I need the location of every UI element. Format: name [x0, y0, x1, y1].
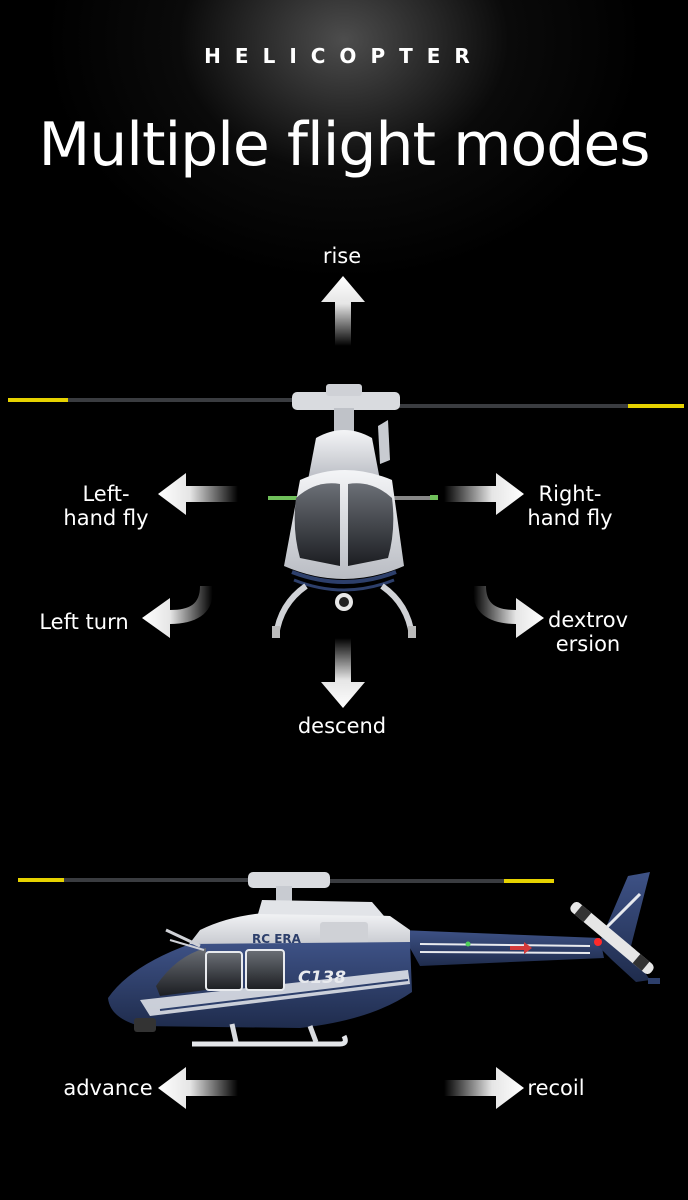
right-fly-label-line1: Right-	[538, 482, 602, 506]
right-turn-arrow-icon	[473, 586, 544, 638]
helicopter-front-view	[8, 384, 684, 638]
advance-arrow-icon	[158, 1067, 238, 1109]
left-turn-arrow-icon	[142, 586, 213, 638]
tail-rotor	[570, 902, 654, 974]
descend-label: descend	[297, 714, 387, 738]
rise-label: rise	[322, 244, 362, 268]
recoil-arrow-icon	[444, 1067, 524, 1109]
left-turn-label: Left turn	[39, 610, 129, 634]
right-fly-label-line2: hand fly	[527, 506, 613, 530]
right-turn-label-line1: dextrov	[548, 608, 628, 632]
brand-header: HELICOPTER	[204, 44, 484, 68]
brand-mark-decal: RC ERA	[252, 932, 301, 946]
left-fly-label-line1: Left-	[82, 482, 130, 506]
page-title: Multiple flight modes	[38, 110, 651, 180]
rise-arrow-icon	[321, 276, 365, 346]
model-code-decal: C138	[298, 968, 346, 988]
spotlight-glow	[0, 0, 688, 330]
helicopter-side-view	[18, 872, 660, 1047]
right-turn-label-line2: ersion	[555, 632, 621, 656]
left-fly-label-line2: hand fly	[63, 506, 149, 530]
right-fly-arrow-icon	[444, 473, 524, 515]
left-fly-arrow-icon	[158, 473, 238, 515]
advance-label: advance	[63, 1076, 153, 1100]
recoil-label: recoil	[527, 1076, 585, 1100]
descend-arrow-icon	[321, 638, 365, 708]
